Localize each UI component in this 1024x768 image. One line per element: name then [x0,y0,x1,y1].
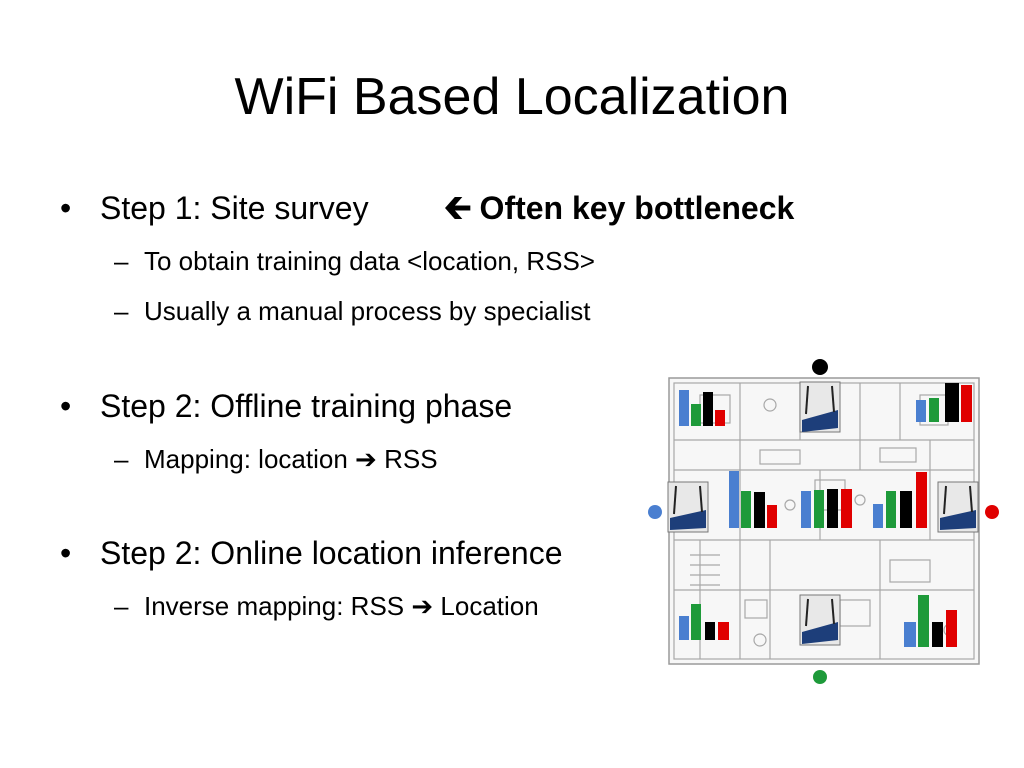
left-arrow-icon: 🡰 [444,189,472,227]
sub-bullet-text: Usually a manual process by specialist [144,296,591,326]
sub-bullet-inverse-text: Inverse mapping: RSS ➔ Location [144,588,539,624]
sub-bullet-mapping-text: Mapping: location ➔ RSS [144,441,438,477]
rss-bars-top-left [679,390,725,426]
ap-marker-blue [648,505,662,519]
dash-glyph: – [114,444,129,474]
ap-marker-red [985,505,999,519]
wifi-router-icon [799,381,841,433]
dash-glyph: – [114,296,129,326]
rss-bars-right-center [873,472,927,528]
bottleneck-note-text: Often key bottleneck [479,190,795,226]
inverse-before: Inverse mapping: RSS [144,591,405,621]
ap-marker-black [812,359,828,375]
dash-glyph: – [114,246,129,276]
wifi-router-icon [667,481,709,533]
right-arrow-icon: ➔ [411,591,434,621]
rss-bars-bottom-right [904,595,957,647]
rss-bars-bottom-left [679,604,729,640]
bottleneck-note: 🡰Often key bottleneck [444,186,794,230]
bullet-step2-online-text: Step 2: Online location inference [100,535,563,571]
ap-marker-green [813,670,827,684]
wifi-router-icon [937,481,979,533]
bullet-glyph: • [60,535,72,571]
bullet-glyph: • [60,190,72,226]
right-arrow-icon: ➔ [355,444,377,474]
rss-bars-top-right [916,383,972,422]
bullet-glyph: • [60,388,72,424]
rss-bars-left-center [729,471,777,528]
mapping-after: RSS [384,444,438,474]
bullet-step1-text: Step 1: Site survey [100,190,369,226]
dash-glyph: – [114,591,129,621]
mapping-before: Mapping: location [144,444,348,474]
sub-bullet-text: To obtain training data <location, RSS> [144,246,595,276]
wifi-router-icon [799,594,841,646]
slide-title: WiFi Based Localization [234,68,790,126]
rss-bars-center [801,489,852,528]
bullet-step2-offline-text: Step 2: Offline training phase [100,388,513,424]
inverse-after: Location [440,591,539,621]
